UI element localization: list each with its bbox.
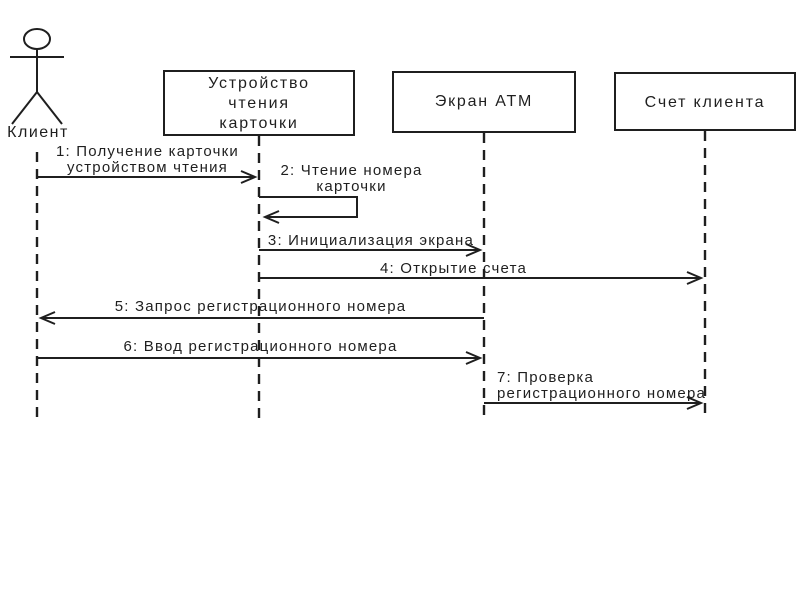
message-6-label: 6: Ввод регистрационного номера bbox=[123, 338, 398, 355]
message-2-label: 2: Чтение номера карточки bbox=[280, 162, 423, 195]
actor-label: Клиент bbox=[7, 124, 69, 141]
message-4-label: 4: Открытие счета bbox=[379, 260, 528, 277]
object-label-client-account: Счет клиента bbox=[644, 94, 766, 111]
object-box-client-account bbox=[614, 72, 796, 131]
actor-leg-left bbox=[11, 91, 38, 125]
actor-head bbox=[23, 28, 51, 50]
object-box-atm-screen bbox=[392, 71, 576, 133]
object-box-card-reader bbox=[163, 70, 355, 136]
message-5-label: 5: Запрос регистрационного номера bbox=[114, 298, 407, 315]
actor-leg-right bbox=[36, 91, 63, 125]
object-label-card-reader: Устройство чтения карточки bbox=[208, 75, 310, 132]
message-3-label: 3: Инициализация экрана bbox=[267, 232, 475, 249]
object-label-atm-screen: Экран ATM bbox=[434, 93, 534, 110]
message-1-label: 1: Получение карточки устройством чтения bbox=[56, 143, 239, 176]
actor-figure-icon bbox=[10, 28, 64, 125]
message-2-self-loop-arrow bbox=[259, 196, 358, 224]
message-7-label: 7: Проверка регистрационного номера bbox=[497, 369, 707, 402]
